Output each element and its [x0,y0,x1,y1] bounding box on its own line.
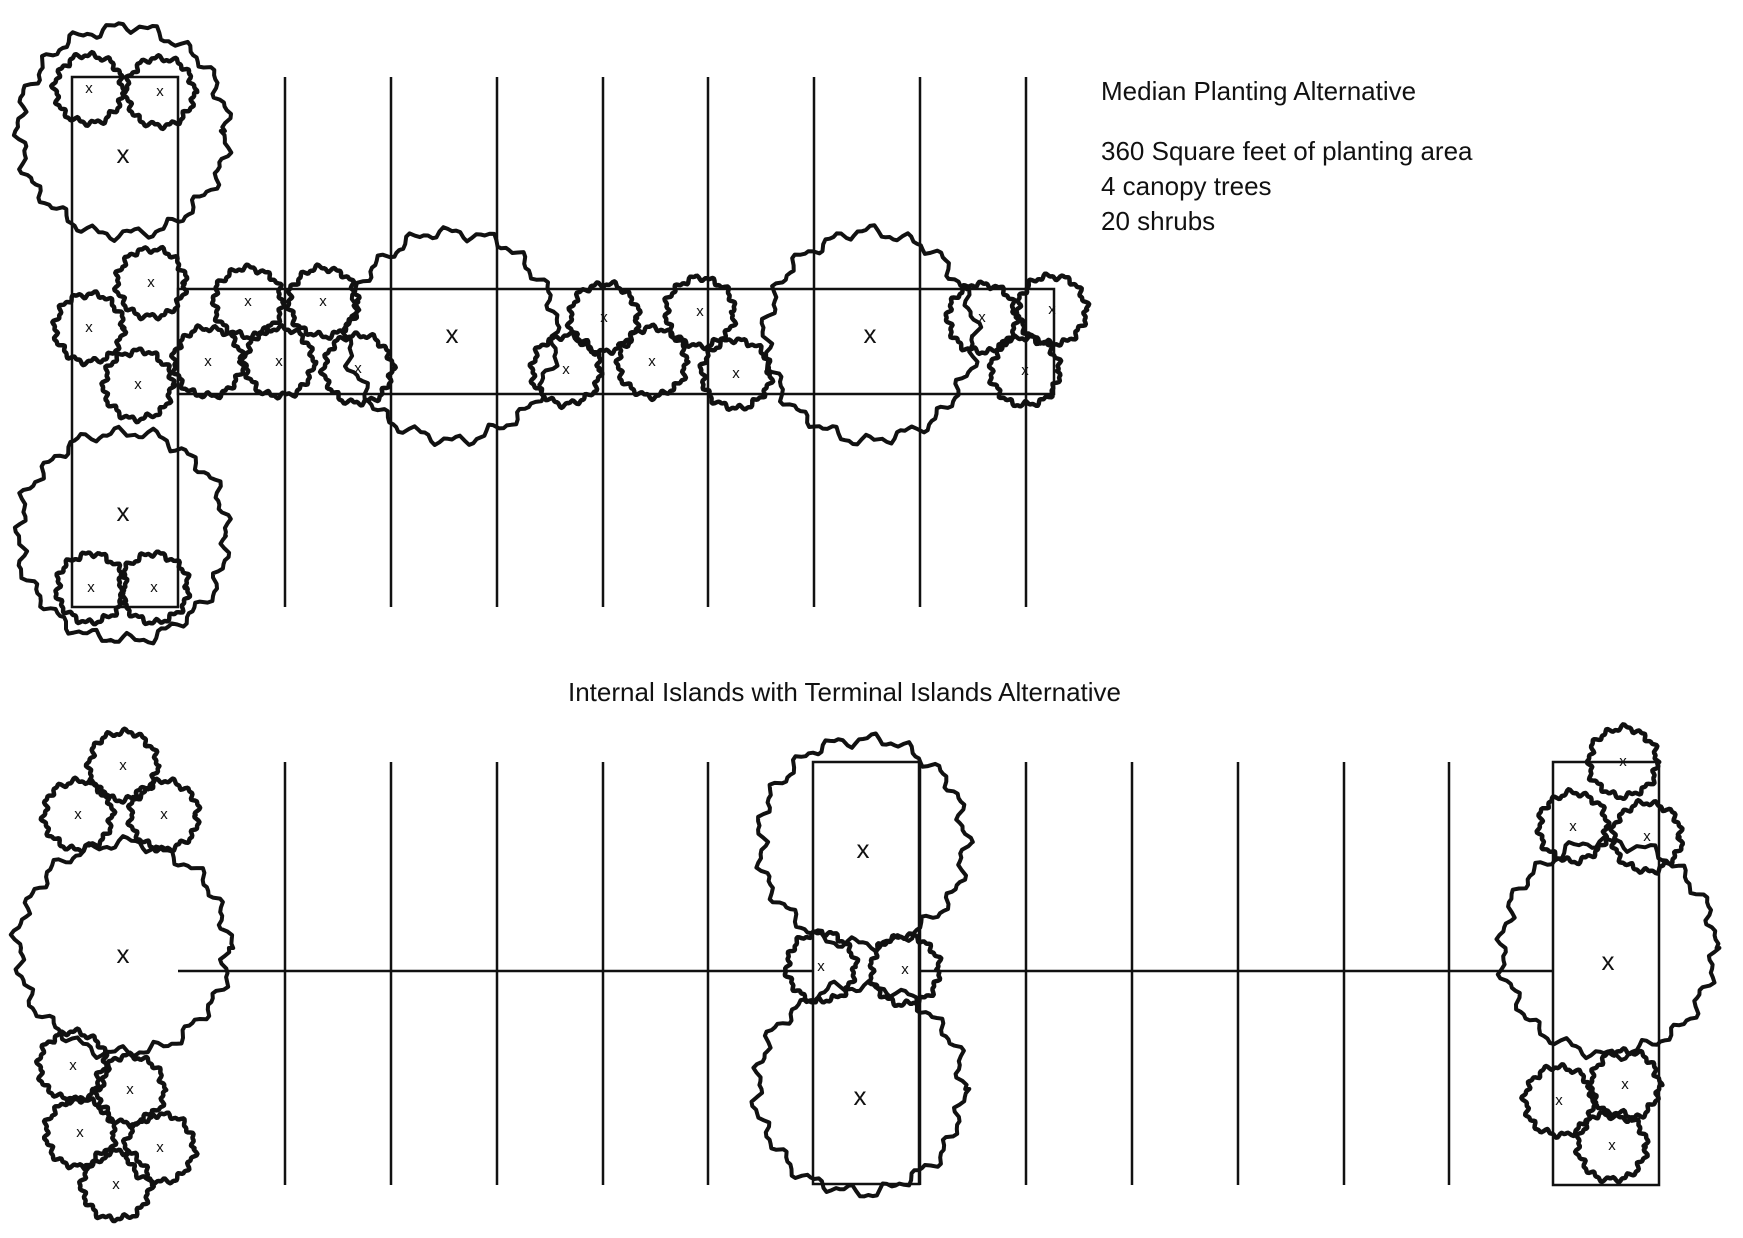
shrub [120,53,200,132]
shrub-marker: x [1569,818,1577,835]
median-stats: 360 Square feet of planting area 4 canop… [1101,134,1473,239]
shrub-marker: x [648,353,656,370]
shrub [169,323,247,401]
shrub-marker: x [156,1139,164,1156]
median-stat-trees: 4 canopy trees [1101,171,1272,201]
shrub-marker: x [1555,1092,1563,1109]
canopy-tree [759,223,984,447]
canopy-tree [11,21,234,243]
tree-marker: x [117,939,130,969]
shrub [1585,1046,1665,1125]
shrub-marker: x [150,579,158,596]
shrub [662,273,739,352]
shrub-marker: x [147,274,155,291]
shrub [527,330,605,411]
median-stat-area: 360 Square feet of planting area [1101,136,1473,166]
shrub-marker: x [126,1081,134,1098]
shrub [33,1026,112,1106]
shrub [697,336,776,412]
shrub-marker: x [119,757,127,774]
shrub-marker: x [1619,753,1627,770]
shrub [120,1110,200,1187]
canopy-tree [12,424,233,646]
shrub-marker: x [160,806,168,823]
shrub [116,549,193,627]
shrub-marker: x [1021,362,1029,379]
shrub [50,289,129,368]
shrub [83,726,162,805]
tree-marker: x [857,834,870,864]
tree-marker: x [1602,946,1615,976]
shrub-marker: x [112,1176,120,1193]
shrub [77,1147,156,1224]
canopy-tree [8,834,236,1060]
tree-marker: x [864,319,877,349]
shrub [53,550,130,627]
tree-marker: x [854,1081,867,1111]
shrub [867,931,944,1009]
shrub-marker: x [204,353,212,370]
shrub-marker: x [354,360,362,377]
shrub-marker: x [319,293,327,310]
shrub-marker: x [562,361,570,378]
shrubs: x x x x x x x x x x x x x x x x x x x x x x x x x x x x x x x x x x x x [33,49,1685,1224]
shrub-marker: x [978,309,986,326]
shrub [782,929,861,1005]
shrub [38,775,118,855]
planting-bed [1551,760,1661,1187]
shrub [1608,797,1685,876]
shrub-marker: x [85,319,93,336]
shrub [1584,722,1662,801]
shrub-marker: x [87,579,95,596]
shrub [284,262,362,341]
tree-marker: x [117,139,130,169]
tree-marker: x [446,319,459,349]
shrub-marker: x [817,958,825,975]
planting-bed [811,760,921,1186]
planting-beds [70,75,1661,1187]
shrub [238,323,319,401]
shrub [317,330,398,408]
shrub [112,244,190,322]
median-title: Median Planting Alternative [1101,76,1417,106]
canopy-tree [339,225,562,447]
shrub [986,332,1064,409]
shrub [1519,1062,1599,1140]
tree-marker: x [117,497,130,527]
canopy-tree [749,979,972,1199]
canopy-tree [1494,835,1722,1062]
shrub [1013,271,1092,348]
shrub-marker: x [732,365,740,382]
shrub-marker: x [156,83,164,100]
shrub-marker: x [600,309,608,326]
parking-stall-lines [178,77,1553,1185]
shrub-marker: x [1643,828,1651,845]
shrub-marker: x [696,303,704,320]
shrub [90,1050,169,1130]
shrub-marker: x [1621,1076,1629,1093]
shrub-marker: x [901,961,909,978]
shrub [99,346,178,425]
canopy-trees: x x x x x x x x [8,21,1722,1199]
shrub-marker: x [134,376,142,393]
shrub-marker: x [1608,1137,1616,1154]
shrub-marker: x [76,1124,84,1141]
shrub [209,262,287,341]
shrub [1572,1107,1651,1185]
shrub-marker: x [85,80,93,97]
shrub-marker: x [275,353,283,370]
shrub-marker: x [69,1057,77,1074]
shrub-marker: x [244,293,252,310]
shrub [1534,787,1612,867]
shrub-marker: x [1048,301,1056,318]
islands-title: Internal Islands with Terminal Islands A… [568,677,1122,707]
shrub [125,776,203,854]
canopy-tree [754,731,975,954]
median-stat-shrubs: 20 shrubs [1101,206,1216,236]
shrub [49,49,129,128]
shrub-marker: x [74,806,82,823]
